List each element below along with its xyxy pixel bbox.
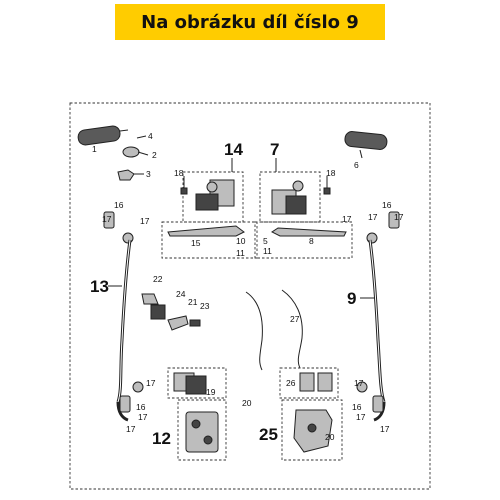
- label-27: 27: [290, 314, 300, 324]
- left-brake-pads: [173, 372, 207, 395]
- left-lever-box: [161, 221, 258, 259]
- right-master-cylinder-box: [259, 171, 321, 223]
- right-brake-lever: [271, 227, 347, 237]
- label-14: 14: [224, 140, 243, 159]
- banner-text: Na obrázku díl číslo 9: [141, 11, 359, 33]
- label-9: 9: [347, 289, 356, 308]
- label-4: 4: [148, 131, 153, 141]
- label-6: 6: [354, 160, 359, 170]
- label-25: 25: [259, 425, 278, 444]
- right-caliper-box: [281, 399, 343, 461]
- left-pads-box: [167, 367, 227, 399]
- label-1: 1: [92, 144, 97, 154]
- bolt: [189, 319, 201, 327]
- bracket: [167, 315, 189, 331]
- left-banjo-lower: [119, 381, 144, 413]
- left-brake-lever: [167, 225, 245, 237]
- label-17-upper-right-b: 17: [394, 212, 404, 222]
- label-17-upper-right-c: 17: [342, 214, 352, 224]
- left-master-cylinder: [195, 179, 235, 211]
- label-18-right: 18: [326, 168, 336, 178]
- right-grip: [344, 131, 388, 159]
- label-19: 19: [206, 387, 216, 397]
- label-17-upper-right-a: 17: [368, 212, 378, 222]
- bar-end-weight: [122, 146, 140, 158]
- label-5: 5: [263, 236, 268, 246]
- label-17-lower-left-a: 17: [146, 378, 156, 388]
- brake-cable: [245, 289, 303, 371]
- label-13: 13: [90, 277, 109, 296]
- label-3: 3: [146, 169, 151, 179]
- label-16-lower-left: 16: [136, 402, 146, 412]
- label-22: 22: [153, 274, 163, 284]
- right-banjo-lower: [356, 381, 384, 413]
- left-caliper-box: [177, 399, 227, 461]
- label-20-right: 20: [325, 432, 335, 442]
- title-banner: Na obrázku díl číslo 9: [115, 4, 385, 40]
- right-brake-hose: [368, 239, 386, 422]
- label-16-upper-right: 16: [382, 200, 392, 210]
- label-24: 24: [176, 289, 186, 299]
- right-lever-box: [254, 221, 353, 259]
- label-7: 7: [270, 140, 279, 159]
- label-2: 2: [152, 150, 157, 160]
- right-pads-box: [279, 367, 339, 399]
- label-17-lower-right-a: 17: [354, 378, 364, 388]
- label-20-left: 20: [242, 398, 252, 408]
- hose-clamp: [141, 293, 159, 305]
- label-17-upper-left-a: 17: [102, 214, 112, 224]
- label-26: 26: [286, 378, 296, 388]
- label-17-lower-right-c: 17: [380, 424, 390, 434]
- label-15: 15: [191, 238, 201, 248]
- label-17-upper-left-b: 17: [140, 216, 150, 226]
- right-master-cylinder: [271, 180, 307, 215]
- right-screw: [323, 176, 331, 195]
- label-23: 23: [200, 301, 210, 311]
- rubber-grommet: [150, 304, 166, 320]
- label-11-right: 11: [263, 246, 272, 256]
- label-17-lower-left-b: 17: [138, 412, 148, 422]
- right-brake-caliper: [293, 409, 333, 453]
- label-10: 10: [236, 236, 246, 246]
- left-brake-caliper: [185, 411, 219, 453]
- diagram-frame: [69, 102, 431, 490]
- left-brake-hose: [116, 239, 132, 422]
- label-12: 12: [152, 429, 171, 448]
- label-18-left: 18: [174, 168, 184, 178]
- label-16-upper-left: 16: [114, 200, 124, 210]
- left-screw: [180, 176, 188, 195]
- left-grip: [77, 125, 129, 146]
- label-8: 8: [309, 236, 314, 246]
- switch-part: [117, 169, 135, 181]
- right-brake-pads: [299, 372, 333, 392]
- label-17-lower-left-c: 17: [126, 424, 136, 434]
- label-17-lower-right-b: 17: [356, 412, 366, 422]
- label-21: 21: [188, 297, 198, 307]
- label-16-lower-right: 16: [352, 402, 362, 412]
- label-11-left: 11: [236, 248, 245, 258]
